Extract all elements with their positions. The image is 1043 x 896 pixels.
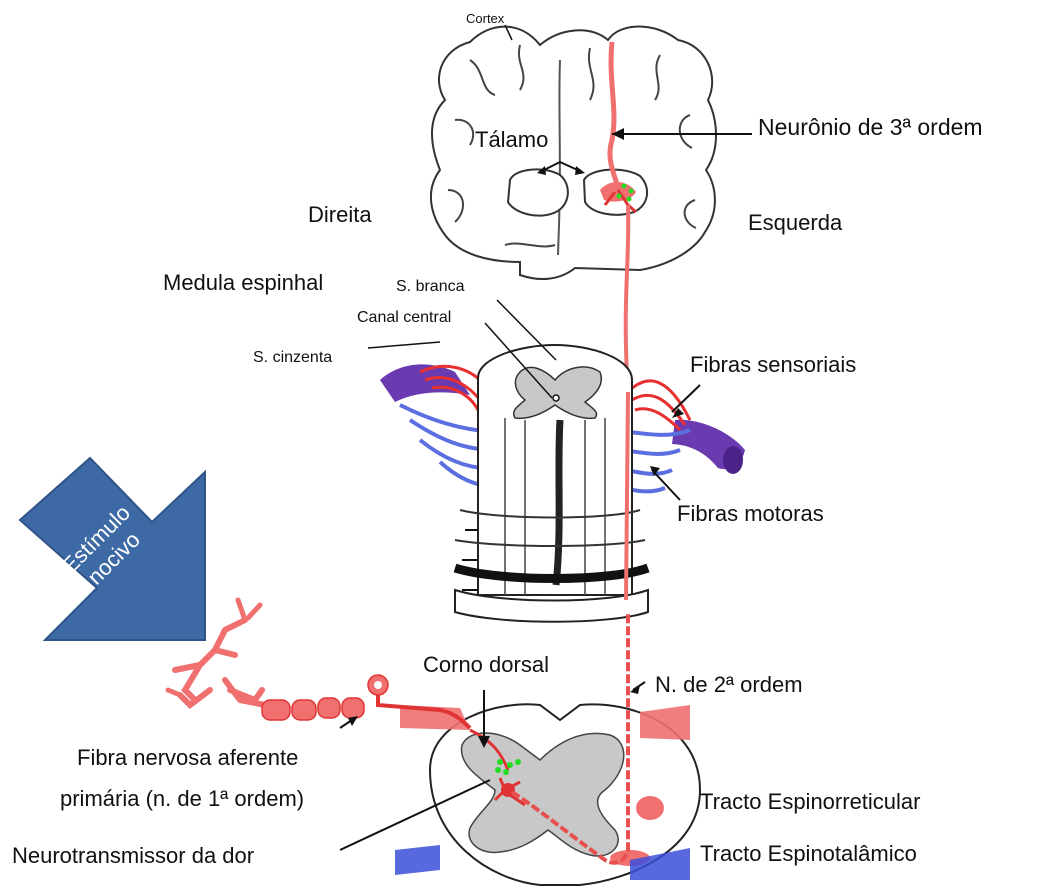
- central-fissure: [556, 420, 560, 585]
- medula-label: Medula espinhal: [163, 270, 323, 295]
- espinotalamico-label: Tracto Espinotalâmico: [700, 841, 917, 866]
- sbranca-label: S. branca: [396, 278, 465, 295]
- n2-label: N. de 2ª ordem: [655, 672, 803, 697]
- neuron3-label: Neurônio de 3ª ordem: [758, 114, 983, 140]
- scinzenta-label: S. cinzenta: [253, 349, 332, 366]
- corno-dorsal-label: Corno dorsal: [423, 652, 549, 677]
- cortex-label: Cortex: [466, 11, 505, 26]
- fibra-label-line1: Fibra nervosa aferente: [77, 745, 298, 770]
- fibra-label-line2: primária (n. de 1ª ordem): [60, 786, 304, 811]
- fibras-sensoriais-label: Fibras sensoriais: [690, 352, 856, 377]
- canal-label: Canal central: [357, 309, 451, 326]
- neurotransmissor-label: Neurotransmissor da dor: [12, 843, 254, 868]
- motor-pointer: [652, 470, 680, 500]
- scinzenta-pointer: [368, 342, 440, 348]
- talamo-label: Tálamo: [475, 127, 548, 152]
- central-canal-top: [553, 395, 559, 401]
- thalamus-right: [508, 169, 568, 215]
- espinorreticular-tract: [636, 796, 664, 820]
- direita-label: Direita: [308, 202, 372, 227]
- neurotransmitter-dots: [497, 759, 503, 765]
- espinorreticular-label: Tracto Espinorreticular: [700, 789, 920, 814]
- spinal-cord-segment: [368, 300, 745, 622]
- esquerda-label: Esquerda: [748, 210, 843, 235]
- fibras-motoras-label: Fibras motoras: [677, 501, 824, 526]
- brain-section: [431, 25, 716, 279]
